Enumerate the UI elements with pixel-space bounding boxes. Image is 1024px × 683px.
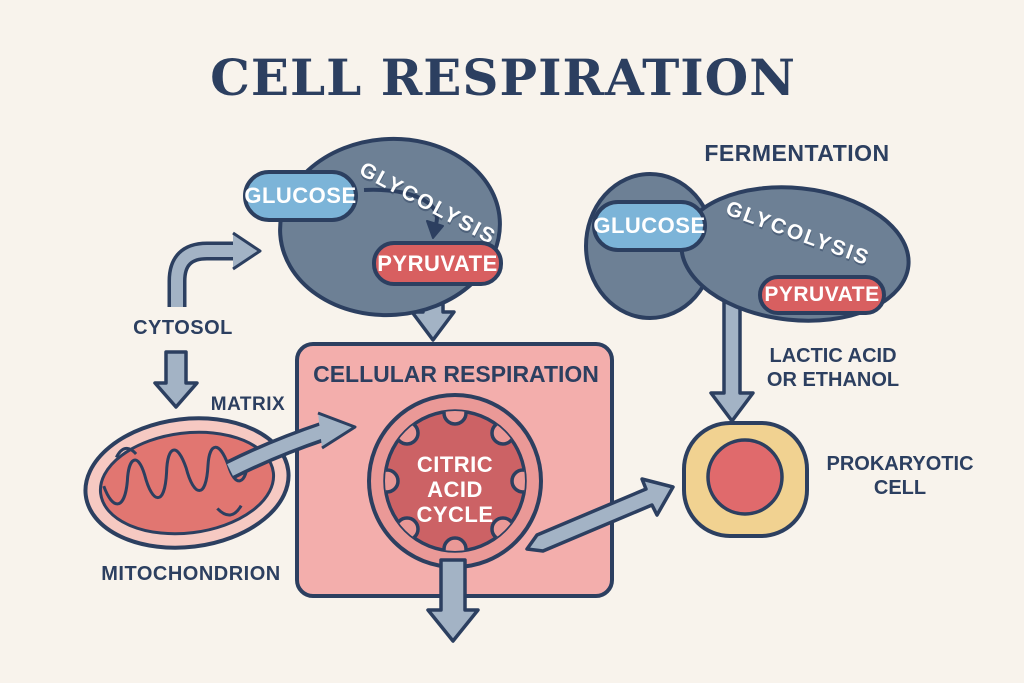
prokaryotic-cell-label: PROKARYOTIC CELL (826, 452, 973, 500)
cytosol-to-matrix-arrow (153, 350, 199, 409)
product-line-1: LACTIC ACID (769, 345, 897, 367)
matrix-to-box-arrow (225, 411, 357, 479)
glucose-label-right: GLUCOSE (593, 213, 706, 238)
glucose-pill-left: GLUCOSE (243, 170, 358, 222)
box-to-prokaryotic-arrow (525, 477, 675, 553)
pyruvate-pill-right: PYRUVATE (758, 275, 886, 315)
glucose-label-left: GLUCOSE (244, 183, 357, 208)
box-output-down-arrow (426, 558, 480, 643)
cycle-line-1: CITRIC (416, 452, 494, 477)
mitochondrion-shape (83, 416, 291, 550)
page-title: CELL RESPIRATION (210, 48, 796, 107)
cytosol-to-glycolysis-arrow (167, 231, 262, 307)
gear-notches (385, 411, 525, 551)
fermentation-product-label: LACTIC ACID OR ETHANOL (767, 344, 899, 392)
pyruvate-pill-left: PYRUVATE (372, 241, 503, 286)
product-line-2: OR ETHANOL (766, 369, 900, 391)
cellular-respiration-title: CELLULAR RESPIRATION (313, 361, 599, 387)
citric-acid-cycle-circle (367, 393, 543, 569)
prokaryotic-cell-shape (682, 421, 809, 538)
prokaryotic-line-1: PROKARYOTIC (826, 453, 974, 475)
mitochondrion-label: MITOCHONDRION (101, 563, 281, 585)
matrix-label: MATRIX (210, 394, 286, 415)
pyruvate-label-left: PYRUVATE (377, 250, 498, 276)
citric-acid-cycle-label: CITRIC ACID CYCLE (416, 452, 493, 527)
fermentation-title: FERMENTATION (704, 140, 890, 166)
pyruvate-label-right: PYRUVATE (764, 283, 880, 306)
prokaryotic-line-2: CELL (873, 477, 927, 499)
fermentation-down-arrow (709, 298, 755, 423)
cycle-line-3: CYCLE (416, 502, 494, 527)
cytosol-label: CYTOSOL (133, 317, 233, 339)
glucose-pill-right: GLUCOSE (592, 200, 707, 252)
cycle-line-2: ACID (427, 477, 483, 502)
